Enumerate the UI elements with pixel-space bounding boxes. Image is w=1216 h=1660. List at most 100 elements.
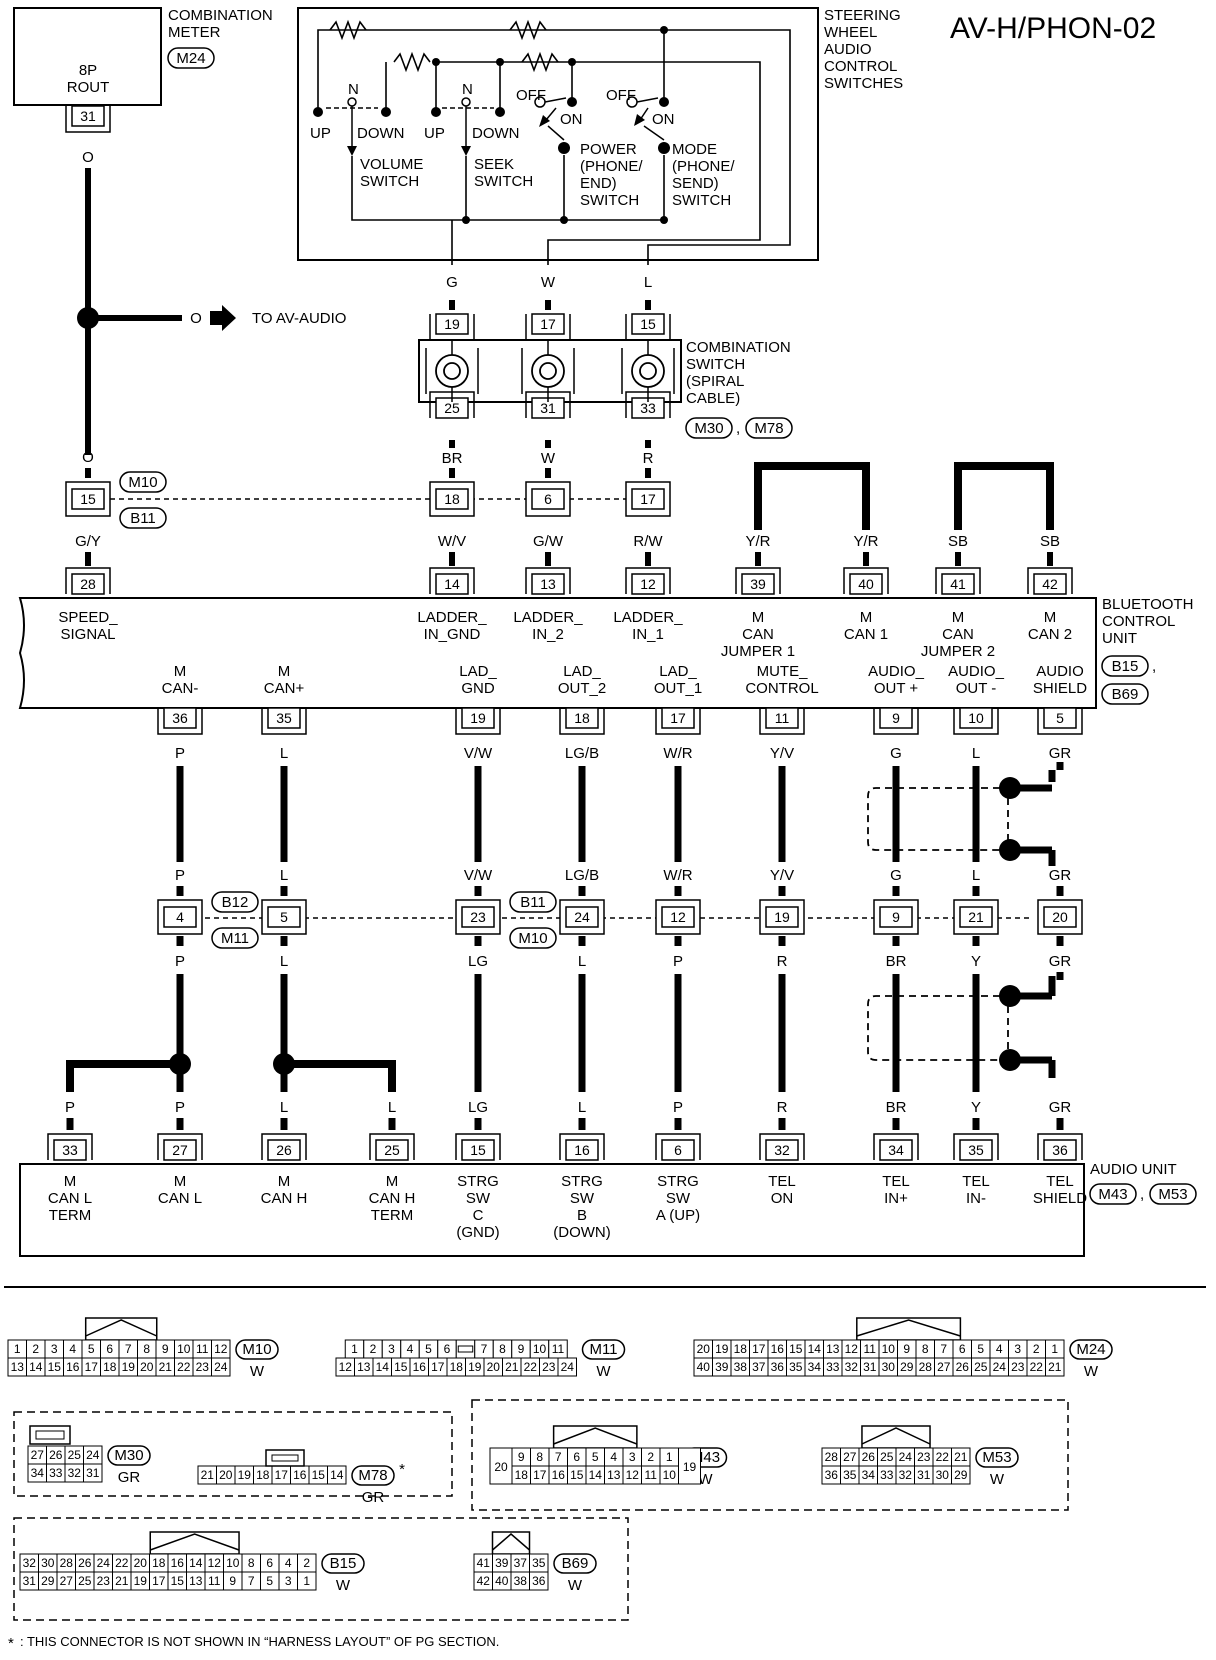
face-m43-side-left: 20 xyxy=(494,1460,508,1474)
bcu-bottom-pin-name-18-1: LAD_ xyxy=(563,663,601,680)
face-m10-cell-14: 14 xyxy=(29,1360,43,1374)
joint1-pin-label-6: 6 xyxy=(544,491,552,507)
connector-id-b15: B15 xyxy=(1112,658,1139,675)
wire-color-w2: W xyxy=(541,450,556,467)
wire-color-low-top-4: L xyxy=(578,953,586,970)
bcu-top-pin-14-label: 14 xyxy=(444,576,460,592)
spiral-label-1: COMBINATION xyxy=(686,339,791,356)
power-on: ON xyxy=(560,111,583,128)
vol-up: UP xyxy=(310,125,331,142)
joint1-pin-17: 17 xyxy=(625,481,671,517)
footnote-star: * xyxy=(8,1635,14,1652)
footnote-text: : THIS CONNECTOR IS NOT SHOWN IN “HARNES… xyxy=(20,1634,499,1649)
face-m24-cell-31: 31 xyxy=(863,1360,877,1374)
face-m43-cell-16: 16 xyxy=(552,1468,566,1482)
face-b69-cell-41: 41 xyxy=(477,1556,491,1570)
power-switch-label-3: END) xyxy=(580,175,617,192)
face-m24-cell-13: 13 xyxy=(826,1342,840,1356)
face-m24-cell-35: 35 xyxy=(789,1360,803,1374)
face-m24-cell-9: 9 xyxy=(903,1342,910,1356)
face-b15-cell-9: 9 xyxy=(229,1574,236,1588)
wire-color-sb-2: SB xyxy=(1040,533,1060,550)
wire-color-audio-6: L xyxy=(578,1099,586,1116)
face-b15-cell-24: 24 xyxy=(97,1556,111,1570)
spiral-bottom-pin-31-label: 31 xyxy=(540,400,556,416)
face-m11-cell-18: 18 xyxy=(450,1360,464,1374)
bcu-bottom-pin-name-9-1: AUDIO_ xyxy=(868,663,925,680)
face-m53-cell-36: 36 xyxy=(825,1468,839,1482)
face-b15-cell-16: 16 xyxy=(171,1556,185,1570)
face-m53-cell-23: 23 xyxy=(917,1450,931,1464)
face-m30-color: GR xyxy=(118,1469,141,1486)
face-m30-cell-24: 24 xyxy=(86,1448,100,1462)
seek-switch-label-2: SWITCH xyxy=(474,173,533,190)
wire-color-br: BR xyxy=(442,450,463,467)
face-m24-color: W xyxy=(1084,1363,1099,1380)
wire-color-sb-1: SB xyxy=(948,533,968,550)
face-m78-cell-14: 14 xyxy=(330,1468,344,1482)
face-b15-cell-22: 22 xyxy=(115,1556,129,1570)
face-m10-cell-15: 15 xyxy=(48,1360,62,1374)
wire-color-y-r-2: Y/R xyxy=(853,533,878,550)
face-m53-cell-30: 30 xyxy=(936,1468,950,1482)
face-m24-cell-20: 20 xyxy=(697,1342,711,1356)
audio-pin-33-label: 33 xyxy=(62,1142,78,1158)
face-m11-cell-1: 1 xyxy=(351,1342,358,1356)
bcu-top-pin-40: 40 xyxy=(843,567,889,595)
face-m24-cell-11: 11 xyxy=(864,1342,877,1356)
joint2-pin-19: 19 xyxy=(759,899,805,935)
face-b15-cell-12: 12 xyxy=(208,1556,222,1570)
wire-color-o-av: O xyxy=(190,310,202,327)
face-m53-cell-29: 29 xyxy=(954,1468,968,1482)
face-b15-cell-25: 25 xyxy=(78,1574,92,1588)
diagram-title: AV-H/PHON-02 xyxy=(950,12,1156,45)
joint1-pin-6: 6 xyxy=(525,481,571,517)
steering-label-5: SWITCHES xyxy=(824,75,903,92)
seek-n: N xyxy=(462,81,473,98)
svg-text:,: , xyxy=(1152,658,1156,675)
face-m78-cell-17: 17 xyxy=(275,1468,289,1482)
face-m11-cell-7: 7 xyxy=(481,1342,488,1356)
face-m24-name: M24 xyxy=(1076,1341,1105,1358)
wire-color-audio-1: P xyxy=(65,1099,75,1116)
audio-pin-16: 16 xyxy=(559,1133,605,1161)
wire-color-mid-top-9: GR xyxy=(1049,745,1072,762)
face-m11-cell-24: 24 xyxy=(561,1360,575,1374)
connector-id-m10-2: M10 xyxy=(518,930,547,947)
audio-pin-name-16-3: B xyxy=(577,1207,587,1224)
wire-color-audio-8: R xyxy=(777,1099,788,1116)
wire-color-audio-5: LG xyxy=(468,1099,488,1116)
shielded-pair-2 xyxy=(867,976,1056,1078)
bcu-bottom-pin-17-label: 17 xyxy=(670,710,686,726)
power-switch-label-4: SWITCH xyxy=(580,192,639,209)
bcu-bottom-pin-35-label: 35 xyxy=(276,710,292,726)
face-m78-cell-20: 20 xyxy=(219,1468,233,1482)
to-av-audio-label: TO AV-AUDIO xyxy=(252,310,346,327)
bcu-top-pin-name-40-1: M xyxy=(860,609,873,626)
bcu-bottom-pin-name-18-2: OUT_2 xyxy=(558,680,606,697)
wire-color-w: W xyxy=(541,274,556,291)
face-m10-cell-19: 19 xyxy=(122,1360,136,1374)
face-m30-cell-25: 25 xyxy=(68,1448,82,1462)
spiral-label-3: (SPIRAL xyxy=(686,373,744,390)
face-m10-cell-10: 10 xyxy=(177,1342,191,1356)
wire-color-mid-bottom-5: W/R xyxy=(663,867,692,884)
spiral-bottom-pin-33-label: 33 xyxy=(640,400,656,416)
face-m11-cell-13: 13 xyxy=(357,1360,371,1374)
face-m30-cell-27: 27 xyxy=(31,1448,45,1462)
bcu-top-pin-39: 39 xyxy=(735,567,781,595)
face-b69-name: B69 xyxy=(562,1555,589,1572)
bcu-bottom-pin-name-35-1: M xyxy=(278,663,291,680)
face-b15-cell-3: 3 xyxy=(285,1574,292,1588)
connector-id-b11: B11 xyxy=(130,510,156,527)
face-b15-color: W xyxy=(336,1577,351,1594)
bcu-top-pin-name-42-1: M xyxy=(1044,609,1057,626)
bcu-top-pin-40-label: 40 xyxy=(858,576,874,592)
bcu-bottom-pin-9: 9 xyxy=(873,707,919,735)
face-m43-cell-9: 9 xyxy=(518,1450,525,1464)
face-m10-cell-1: 1 xyxy=(14,1342,21,1356)
